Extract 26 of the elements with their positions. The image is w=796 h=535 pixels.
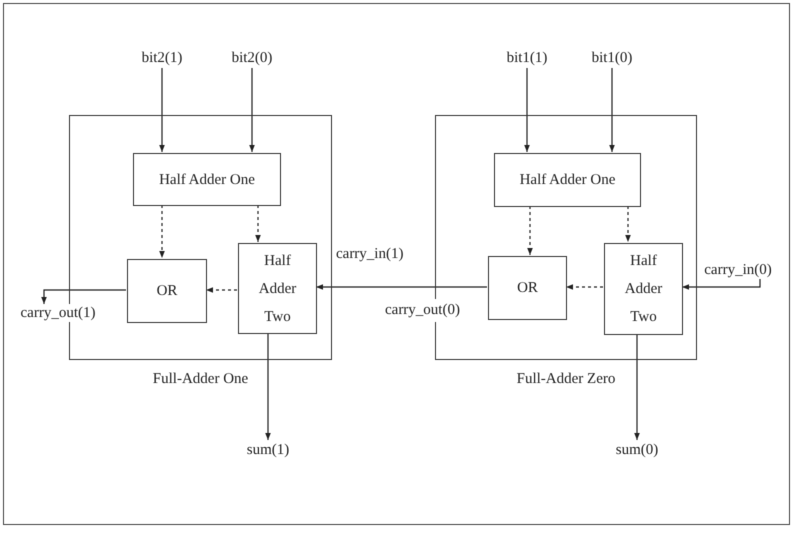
dashed-arrow: [206, 287, 237, 293]
dashed-arrow: [159, 205, 165, 258]
block-box: Half Adder One: [494, 153, 641, 207]
signal-label: carry_out(0): [384, 299, 461, 322]
arrow: [249, 68, 255, 152]
edge-label: carry_in(1): [336, 245, 404, 264]
arrow: [265, 333, 271, 440]
block-box: Half Adder Two: [604, 243, 683, 335]
arrow: [524, 68, 530, 152]
dashed-arrow: [625, 206, 631, 242]
signal-label: carry_out(1): [20, 304, 96, 322]
arrow: [609, 68, 615, 152]
block-caption: Full-Adder Zero: [516, 370, 616, 389]
dashed-arrow: [527, 206, 533, 255]
dashed-arrow: [255, 205, 261, 242]
block-box: Half Adder One: [133, 153, 281, 206]
arrow: [41, 289, 126, 304]
block-box: Half Adder Two: [238, 243, 317, 334]
arrow: [682, 279, 761, 290]
arrow: [316, 284, 487, 290]
arrow: [634, 334, 640, 440]
dashed-arrow: [566, 284, 603, 290]
block-box: OR: [488, 256, 567, 320]
block-box: OR: [127, 259, 207, 323]
block-caption: Full-Adder One: [152, 370, 248, 389]
arrow: [159, 68, 165, 152]
